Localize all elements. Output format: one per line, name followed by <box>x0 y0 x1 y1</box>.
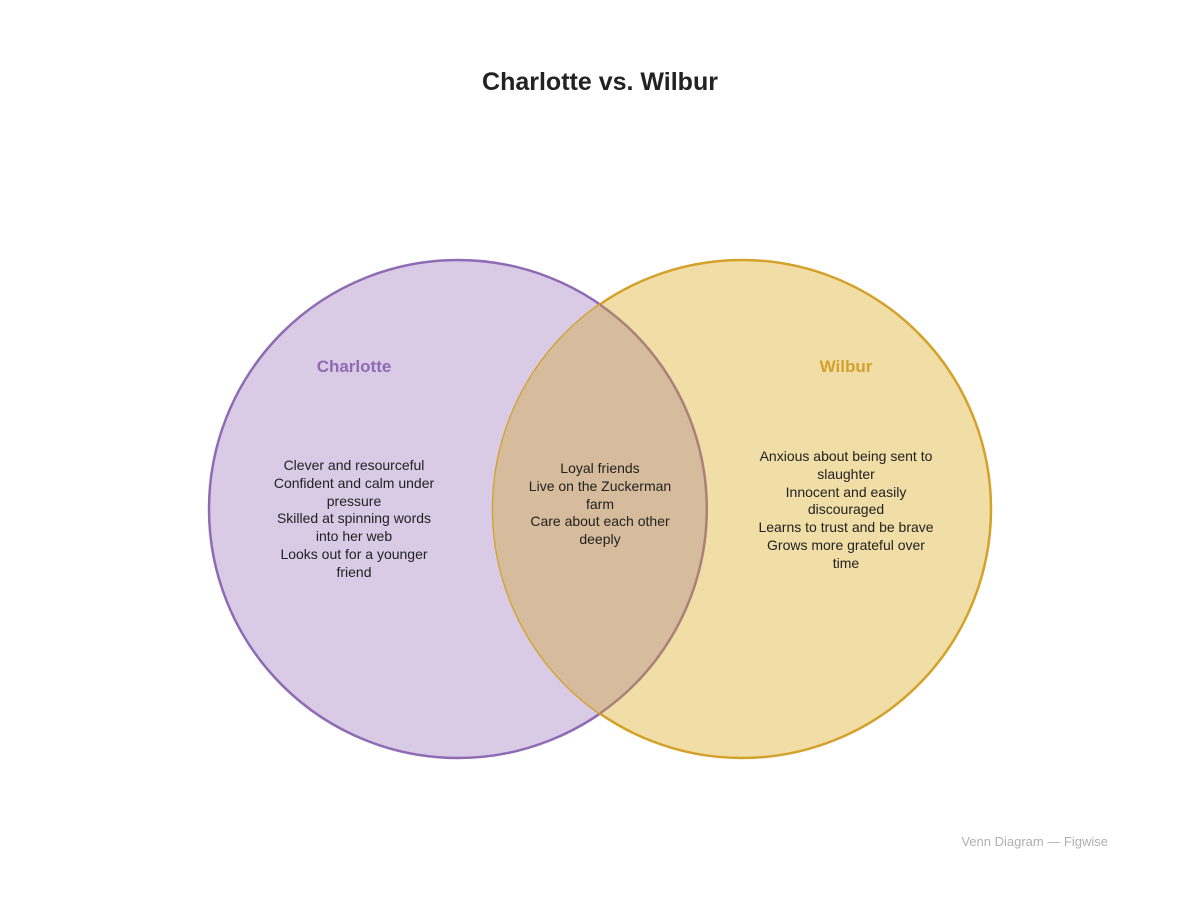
charlotte-set-label: Charlotte <box>316 357 392 376</box>
wilbur-items: Anxious about being sent to slaughter In… <box>756 448 936 573</box>
overlap-left-boundary <box>599 303 708 715</box>
overlap-items: Loyal friends Live on the Zuckerman farm… <box>520 460 680 549</box>
overlap-item: Loyal friends <box>560 460 640 476</box>
overlap-item: Care about each other deeply <box>530 513 670 548</box>
charlotte-item: Confident and calm under pressure <box>273 474 435 509</box>
overlap-region <box>493 260 707 758</box>
wilbur-item: Innocent and easily discouraged <box>785 483 907 518</box>
footer-credit: Venn Diagram — Figwise <box>961 834 1108 849</box>
diagram-title: Charlotte vs. Wilbur <box>482 68 718 96</box>
charlotte-items: Clever and resourceful Confident and cal… <box>264 457 444 582</box>
charlotte-item: Skilled at spinning words into her web <box>276 510 432 545</box>
wilbur-item: Grows more grateful over time <box>767 536 925 571</box>
charlotte-item: Clever and resourceful <box>283 457 425 473</box>
overlap-item: Live on the Zuckerman farm <box>528 477 672 512</box>
wilbur-set-label: Wilbur <box>819 357 873 376</box>
wilbur-item: Learns to trust and be brave <box>758 519 934 536</box>
wilbur-item: Anxious about being sent to slaughter <box>759 448 933 482</box>
charlotte-item: Looks out for a younger friend <box>280 545 428 580</box>
